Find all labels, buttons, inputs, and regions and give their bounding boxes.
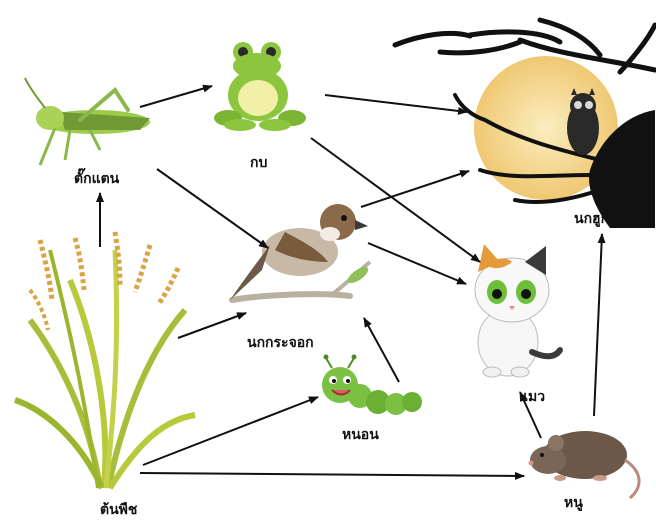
arrow-frog-cat: [311, 138, 480, 262]
label-frog: กบ: [250, 152, 267, 174]
grasshopper-icon: [25, 78, 150, 165]
label-plant: ต้นพืช: [100, 499, 137, 521]
sparrow-icon: [230, 204, 371, 300]
arrow-plant-sparrow: [178, 313, 246, 338]
arrow-plant-mouse: [140, 473, 524, 476]
arrow-sparrow-cat: [368, 243, 466, 284]
frog-icon: [214, 42, 306, 131]
mouse-icon: [529, 431, 640, 498]
arrow-sparrow-owl: [361, 171, 469, 207]
arrow-grasshopper-sparrow: [157, 169, 268, 248]
arrow-plant-caterpillar: [143, 397, 318, 465]
rice-plant-icon: [15, 232, 195, 488]
label-mouse: หนู: [564, 492, 583, 514]
arrow-grasshopper-frog: [140, 86, 212, 107]
label-caterpillar: หนอน: [342, 424, 379, 446]
label-sparrow: นกกระจอก: [247, 332, 314, 354]
label-cat: แมว: [519, 386, 545, 408]
label-owl: นกฮูก: [574, 208, 609, 230]
cat-icon: [475, 244, 560, 377]
arrow-mouse-owl: [594, 234, 602, 416]
arrow-caterpillar-sparrow: [364, 318, 399, 382]
arrow-frog-owl: [325, 95, 467, 112]
label-grasshopper: ตั๊กแตน: [74, 168, 119, 190]
owl-icon: [395, 20, 655, 228]
caterpillar-icon: [322, 355, 422, 416]
